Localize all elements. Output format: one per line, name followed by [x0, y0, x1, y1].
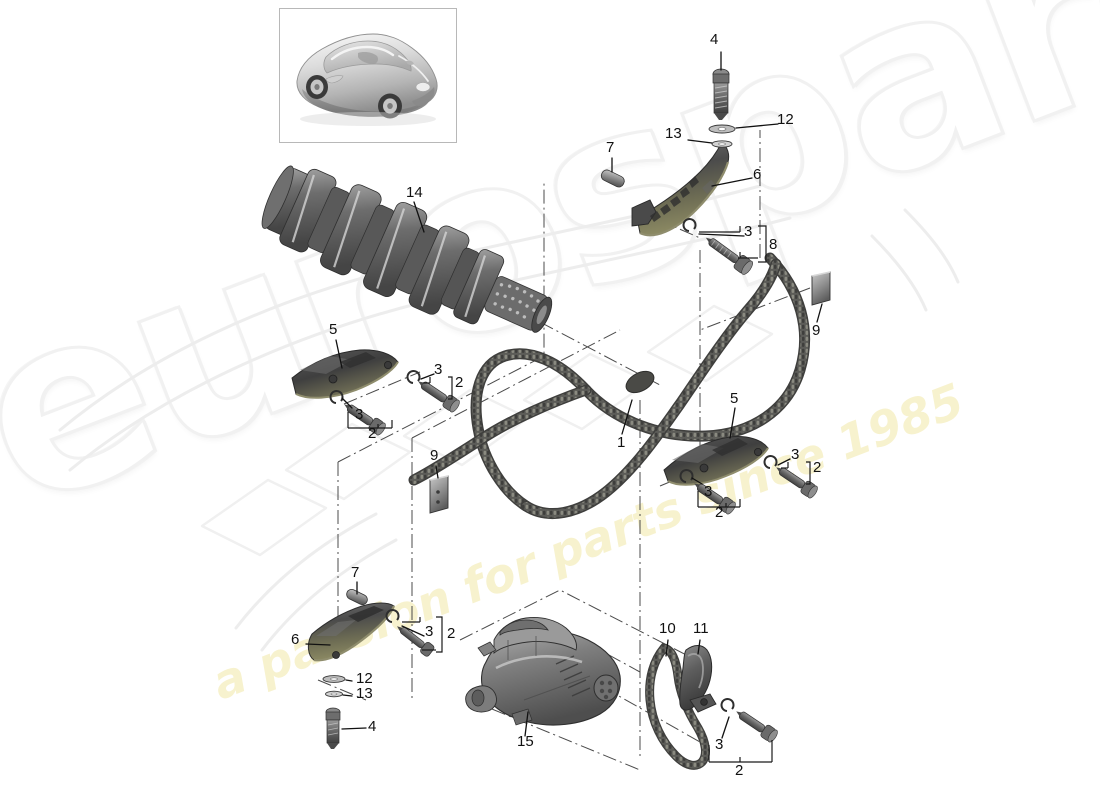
car-windshield-highlight — [330, 45, 395, 61]
callout-2-oilpump: 2 — [735, 762, 744, 779]
part-oil-pump-chain — [645, 642, 710, 770]
part-bolt-upper — [712, 68, 730, 120]
part-tensioner-rail — [679, 645, 717, 713]
part-guide-rail-middle — [663, 436, 769, 486]
part-washer-mid-upper — [763, 455, 778, 469]
part-bolt-8-kit — [705, 237, 753, 275]
leader-lines — [305, 51, 823, 739]
vehicle-illustration — [280, 9, 456, 142]
part-slide-pad-upper — [811, 271, 831, 306]
callout-3-low: 3 — [425, 623, 434, 640]
part-guide-rail-lower — [307, 602, 396, 662]
car-interior — [358, 52, 378, 64]
callout-7-top: 7 — [606, 139, 615, 156]
callout-7-low: 7 — [351, 564, 360, 581]
bracket-8 — [699, 225, 767, 263]
callout-5-left: 5 — [329, 321, 338, 338]
callout-10: 10 — [659, 620, 676, 637]
callout-12-top: 12 — [777, 111, 794, 128]
callout-2-mid-upper: 2 — [813, 459, 822, 476]
part-bolt-oilpump — [736, 711, 778, 743]
part-washer-mid-lower — [679, 469, 694, 483]
part-washer-left-upper — [406, 370, 421, 384]
bracket-left-lower — [347, 412, 393, 429]
part-crankshaft — [261, 165, 553, 333]
bracket-mid-lower — [697, 491, 741, 508]
callout-6-top: 6 — [753, 166, 762, 183]
bracket-lower-rail — [402, 616, 443, 653]
part-seal-ring-lower — [325, 690, 343, 698]
part-bolt-lower — [325, 707, 341, 749]
part-washer-lower-rail — [385, 609, 400, 623]
car-hood-crease — [398, 55, 429, 82]
callout-9-mid: 9 — [430, 447, 439, 464]
part-guide-rail-left — [291, 349, 399, 399]
callout-2-left-lower: 2 — [368, 425, 377, 442]
callout-9-top: 9 — [812, 322, 821, 339]
car-shadow — [300, 112, 436, 126]
part-seal-ring-upper — [711, 140, 733, 148]
callout-3-left-upper: 3 — [434, 361, 443, 378]
car-lower-body — [302, 89, 430, 117]
callout-1: 1 — [617, 434, 626, 451]
car-side-intake — [325, 75, 344, 84]
callout-3-mid-lower: 3 — [704, 483, 713, 500]
part-bolt-mid-upper — [776, 467, 818, 499]
part-washer-left-lower — [329, 390, 344, 404]
bracket-mid-upper — [781, 461, 811, 485]
bracket-oilpump — [708, 740, 773, 763]
callout-3-mid-upper: 3 — [791, 446, 800, 463]
callout-3-top: 3 — [744, 223, 753, 240]
part-oil-pump — [465, 617, 621, 726]
callout-13-top: 13 — [665, 125, 682, 142]
car-headlight — [415, 82, 431, 92]
part-dowel-pin-upper — [600, 169, 625, 188]
callout-5-mid: 5 — [730, 390, 739, 407]
callout-13-low: 13 — [356, 685, 373, 702]
callout-12-low: 12 — [356, 670, 373, 687]
part-guide-rail-upper — [631, 141, 730, 237]
car-mirror — [406, 60, 414, 65]
callout-2-mid-lower: 2 — [715, 504, 724, 521]
part-timing-chain — [408, 252, 811, 519]
car-front-bumper — [412, 87, 435, 106]
part-bolt-left-lower — [344, 404, 386, 436]
part-slide-pad-middle — [429, 475, 449, 514]
part-dowel-pin-lower — [346, 588, 368, 606]
callout-8-top: 8 — [769, 236, 778, 253]
callout-11: 11 — [693, 620, 709, 637]
callout-4-top: 4 — [710, 31, 719, 48]
part-bolt-left-upper — [418, 381, 460, 413]
part-bolt-lower-rail — [397, 626, 435, 657]
callout-15: 15 — [517, 733, 534, 750]
callout-6-low: 6 — [291, 631, 300, 648]
part-washer-upper — [708, 124, 736, 134]
vehicle-thumbnail — [279, 8, 457, 143]
callout-4-low: 4 — [368, 718, 377, 735]
part-washer-oilpump — [720, 698, 735, 712]
callout-3-oilpump: 3 — [715, 736, 724, 753]
callout-3-left-lower: 3 — [355, 406, 364, 423]
callout-14: 14 — [406, 184, 423, 201]
part-washer-lower — [322, 675, 346, 683]
callout-2-low: 2 — [447, 625, 456, 642]
bracket-left-upper — [423, 376, 453, 400]
part-washer-8-kit — [682, 218, 697, 232]
callout-2-left-upper: 2 — [455, 374, 464, 391]
